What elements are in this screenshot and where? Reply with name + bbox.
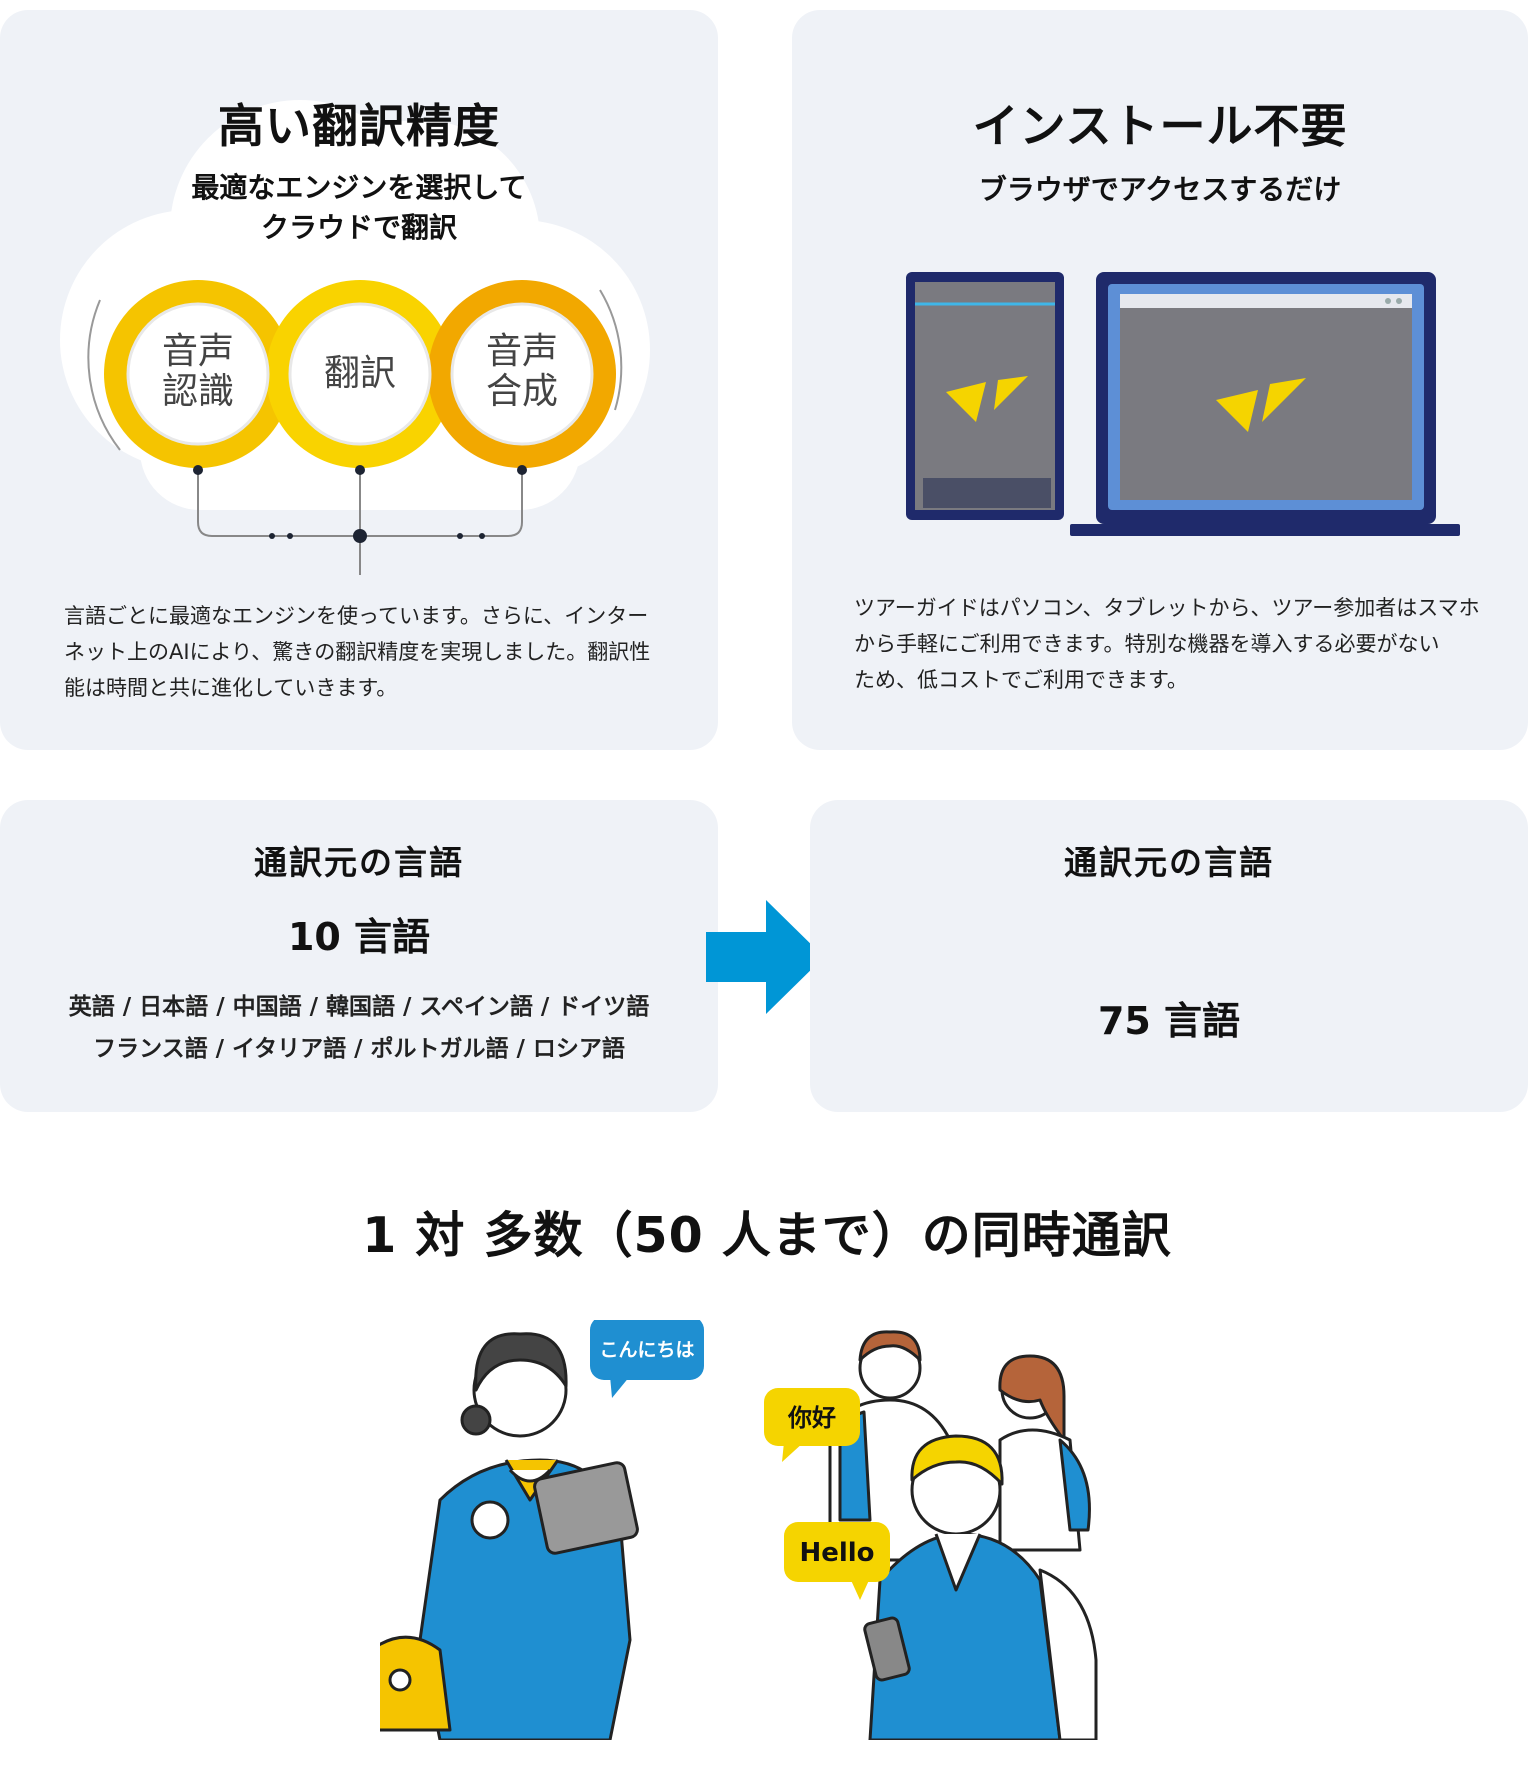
tablet-icon <box>906 272 1064 520</box>
target-language-count: 75 言語 <box>1097 999 1241 1043</box>
speech-bubble-nihao: 你好 <box>764 1388 860 1462</box>
svg-text:你好: 你好 <box>787 1404 836 1432</box>
ring-translation: 翻訳 <box>323 353 396 394</box>
target-language-card: 通訳元の言語 75 言語 <box>810 800 1528 1112</box>
devices-illustration <box>906 272 1460 536</box>
ring-speech-recognition: 音声 認識 <box>161 331 234 412</box>
accuracy-body: 言語ごとに最適なエンジンを使っています。さらに、インター ネット上のAIにより、… <box>64 604 651 700</box>
tour-guide-figure <box>380 1332 639 1740</box>
install-title: インストール不要 <box>972 99 1348 153</box>
accuracy-subtitle-line2: クラウドで翻訳 <box>260 211 457 244</box>
target-language-title: 通訳元の言語 <box>1046 836 1292 886</box>
install-card: インストール不要 ブラウザでアクセスするだけ ツアーガイドはパソコン、タブレット… <box>792 10 1528 750</box>
svg-text:Hello: Hello <box>799 1538 874 1568</box>
simultaneous-interpretation-title: 1 対 多数（50 人まで）の同時通訳 <box>362 1207 1172 1264</box>
tourists-figure <box>828 1330 1098 1740</box>
accuracy-card: 高い翻訳精度 最適なエンジンを選択して クラウドで翻訳 音声 認識 翻訳 音声 … <box>0 10 718 750</box>
svg-text:こんにちは: こんにちは <box>599 1339 694 1361</box>
source-language-title: 通訳元の言語 <box>236 836 482 886</box>
laptop-icon <box>1070 272 1460 536</box>
source-language-count: 10 言語 <box>287 915 431 959</box>
arrow-right-icon <box>706 900 824 1014</box>
tour-guide-illustration: こんにちは 你好 Hello <box>380 1320 1098 1740</box>
speech-bubble-hello: Hello <box>784 1522 890 1600</box>
source-language-list: 英語 / 日本語 / 中国語 / 韓国語 / スペイン語 / ドイツ語 フランス… <box>68 994 650 1062</box>
install-body: ツアーガイドはパソコン、タブレットから、ツアー参加者はスマホ から手軽にご利用で… <box>854 596 1480 692</box>
accuracy-title: 高い翻訳精度 <box>218 99 500 153</box>
install-subtitle: ブラウザでアクセスするだけ <box>978 173 1342 206</box>
yellow-rings <box>104 280 616 468</box>
ring-speech-synthesis: 音声 合成 <box>485 331 558 412</box>
speech-bubble-konnichiwa: こんにちは <box>590 1320 704 1398</box>
cloud-diagram <box>60 100 650 575</box>
accuracy-subtitle-line1: 最適なエンジンを選択して <box>191 171 527 204</box>
source-language-card: 通訳元の言語 10 言語 英語 / 日本語 / 中国語 / 韓国語 / スペイン… <box>0 800 718 1112</box>
